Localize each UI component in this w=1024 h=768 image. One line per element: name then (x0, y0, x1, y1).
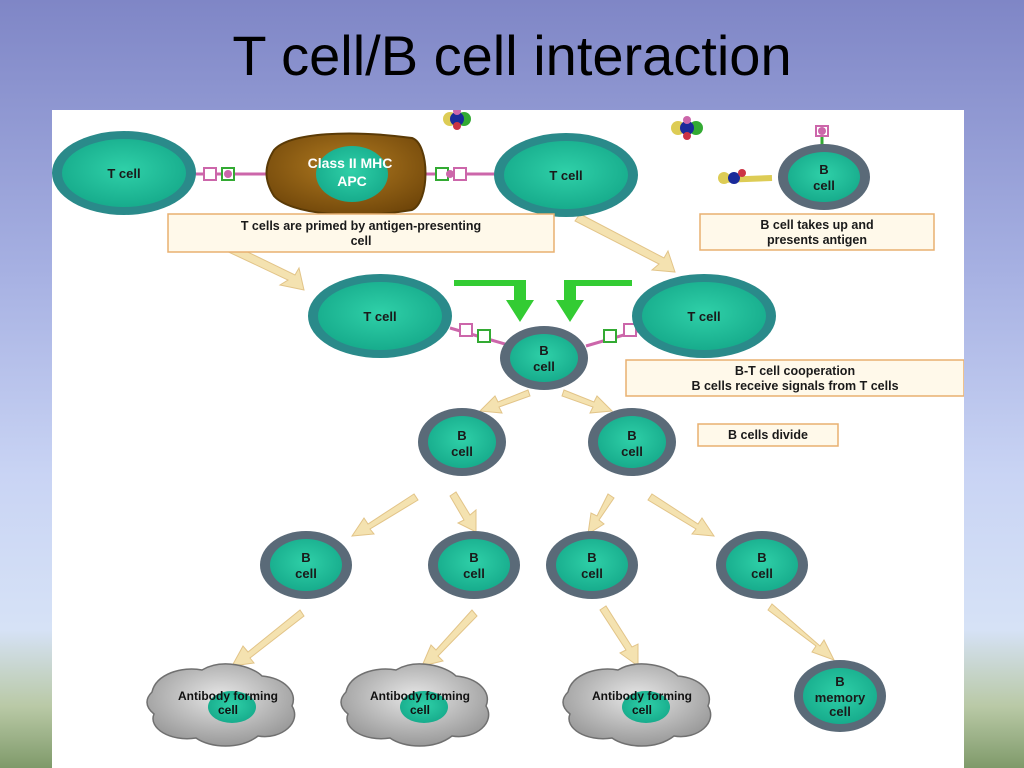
antibody-forming-cell-b: Antibody forming cell (340, 663, 490, 747)
b-cell-gen3-c: B cell (546, 531, 638, 599)
green-arrow-right (556, 280, 632, 322)
b-cell-label-cell: cell (813, 178, 835, 193)
arrow-gen3-d (767, 603, 836, 661)
arrow-gen3-a (231, 609, 305, 667)
arrow-divide-left (478, 389, 531, 414)
apc-cell: Class II MHC APC (265, 132, 427, 216)
signal-arrows (454, 280, 632, 322)
arrow-gen2-b (449, 491, 477, 533)
afc-label-line2: cell (410, 703, 430, 717)
caption-cooperation: B-T cell cooperation B cells receive sig… (625, 359, 964, 397)
b-cell-label-cell: cell (295, 566, 317, 581)
b-cell-label-cell: cell (533, 359, 555, 374)
t-cell-label: T cell (687, 309, 720, 324)
t-cell-middle-right: T cell (632, 274, 776, 358)
arrow-primed-right (574, 213, 676, 273)
caption-takes-up: B cell takes up and presents antigen (699, 213, 935, 251)
receptors (192, 125, 829, 348)
b-cell-label-cell: cell (451, 444, 473, 459)
caption-takes-up-line1: B cell takes up and (760, 218, 873, 232)
afc-label-line1: Antibody forming (592, 689, 692, 703)
b-cell-div-right: B cell (588, 408, 676, 476)
arrow-gen2-a (351, 493, 419, 537)
arrow-gen2-d (647, 493, 715, 537)
green-arrow-left (454, 280, 534, 322)
afc-label-line2: cell (632, 703, 652, 717)
caption-coop-line2: B cells receive signals from T cells (691, 379, 898, 393)
b-cell-label-b: B (587, 550, 596, 565)
b-cell-label-cell: cell (621, 444, 643, 459)
b-cell-label-b: B (469, 550, 478, 565)
b-cell-gen3-b: B cell (428, 531, 520, 599)
diagram-panel: T cell Class II MHC APC T cell B cell T … (52, 110, 964, 768)
apc-label-line1: Class II MHC (308, 155, 393, 171)
diagram-canvas: T cell Class II MHC APC T cell B cell T … (52, 110, 964, 747)
b-cell-div-left: B cell (418, 408, 506, 476)
afc-label-line2: cell (218, 703, 238, 717)
b-cell-gen3-d: B cell (716, 531, 808, 599)
b-cell-label-b: B (819, 162, 828, 177)
t-cell-label: T cell (363, 309, 396, 324)
memory-b-cell: B memory cell (794, 660, 886, 732)
b-cell-label-cell: cell (581, 566, 603, 581)
caption-primed: T cells are primed by antigen-presenting… (167, 213, 555, 253)
caption-takes-up-line2: presents antigen (767, 233, 867, 247)
slide-title: T cell/B cell interaction (232, 24, 792, 87)
t-cell-middle-left: T cell (308, 274, 452, 358)
memory-label-cell: cell (829, 704, 851, 719)
b-cell-label-cell: cell (751, 566, 773, 581)
flow-arrows (219, 213, 836, 667)
memory-label-b: B (835, 674, 844, 689)
antibody-forming-cell-c: Antibody forming cell (562, 663, 712, 747)
arrow-gen3-b (421, 609, 478, 667)
caption-divide-text: B cells divide (728, 428, 808, 442)
b-cell-label-b: B (539, 343, 548, 358)
b-cell-label-b: B (757, 550, 766, 565)
b-cell-label-b: B (457, 428, 466, 443)
b-cell-label-cell: cell (463, 566, 485, 581)
antibody-forming-cell-a: Antibody forming cell (146, 663, 296, 747)
caption-primed-line2: cell (351, 234, 372, 248)
b-cell-gen3-a: B cell (260, 531, 352, 599)
b-cell-middle: B cell (500, 326, 588, 390)
t-cell-label: T cell (549, 168, 582, 183)
b-cell-top: B cell (778, 144, 870, 210)
t-cell-top-right: T cell (494, 133, 638, 217)
apc-label-line2: APC (337, 173, 367, 189)
t-cell-top-left: T cell (52, 131, 196, 215)
t-cell-label: T cell (107, 166, 140, 181)
memory-label-word: memory (815, 690, 866, 705)
arrow-primed-left (219, 240, 305, 291)
arrow-gen3-c (599, 605, 639, 667)
arrow-divide-right (561, 389, 614, 414)
antigen-icon (671, 116, 703, 140)
caption-coop-line1: B-T cell cooperation (735, 364, 855, 378)
antigen-icon (443, 110, 471, 130)
afc-label-line1: Antibody forming (178, 689, 278, 703)
b-cell-label-b: B (627, 428, 636, 443)
arrow-gen2-c (587, 493, 615, 535)
afc-label-line1: Antibody forming (370, 689, 470, 703)
caption-primed-line1: T cells are primed by antigen-presenting (241, 219, 481, 233)
b-cell-label-b: B (301, 550, 310, 565)
caption-divide: B cells divide (697, 423, 839, 447)
